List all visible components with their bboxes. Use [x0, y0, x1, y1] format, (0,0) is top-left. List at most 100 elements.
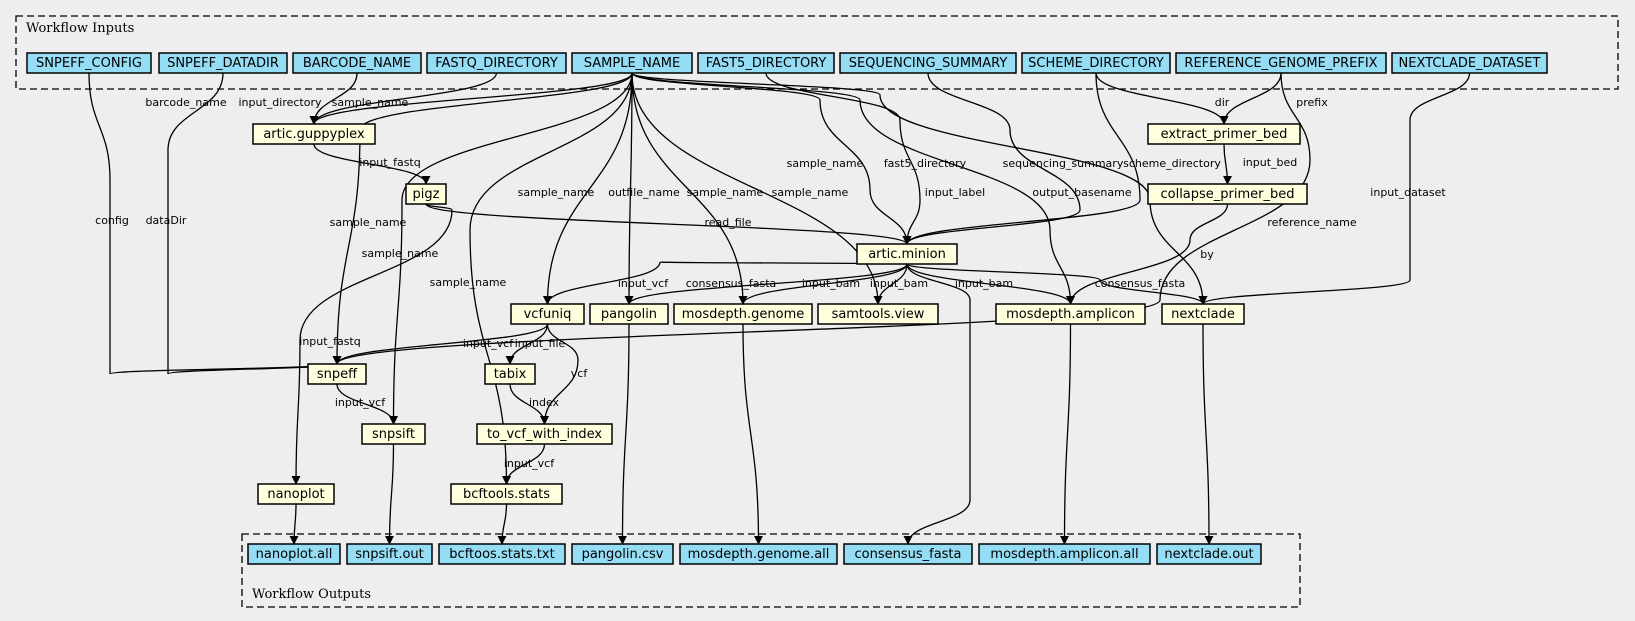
- node-artic-guppyplex: artic.guppyplex: [252, 123, 376, 145]
- edge-line: [906, 263, 1075, 305]
- edge-line: [903, 263, 971, 545]
- edge-snpeff-datadir-to-snpeff: dataDir: [146, 72, 342, 375]
- node-fastq-directory: FASTQ_DIRECTORY: [426, 52, 567, 74]
- edge-pigz-to-artic-minion: read_file: [425, 203, 912, 245]
- edge-label: sample_name: [687, 186, 764, 199]
- edge-line: [906, 263, 1208, 305]
- edge-line: [873, 263, 908, 305]
- edge-label: sample_name: [518, 186, 595, 199]
- node-snpeff: snpeff: [307, 363, 367, 385]
- edge-snpeff-config-to-snpeff: config: [88, 72, 342, 375]
- node-box: [346, 543, 433, 565]
- node-box: [510, 303, 585, 325]
- edge-sample-name-to-mosdepth-amplicon: input_label: [631, 72, 1076, 305]
- node-box: [1161, 303, 1245, 325]
- edge-line: [509, 383, 550, 425]
- edge-line: [742, 323, 764, 545]
- node-label: vcfuniq: [524, 307, 572, 322]
- node-label: tabix: [494, 367, 527, 382]
- edge-label: sample_name: [330, 216, 407, 229]
- edge-tabix-to-to-vcf-with-index: index: [509, 383, 560, 425]
- node-pigz: pigz: [405, 183, 447, 205]
- edge-line: [765, 72, 921, 245]
- edge-line: [631, 72, 1076, 305]
- edge-line: [624, 72, 634, 305]
- edge-line: [497, 503, 508, 545]
- edge-line: [631, 72, 912, 245]
- edge-label: sample_name: [430, 276, 507, 289]
- node-label: mosdepth.amplicon.all: [990, 547, 1138, 562]
- node-box: [697, 52, 835, 74]
- edge-line: [542, 72, 633, 305]
- edge-label: sample_name: [362, 247, 439, 260]
- node-label: REFERENCE_GENOME_PREFIX: [1184, 56, 1377, 71]
- node-box: [673, 303, 813, 325]
- node-snpsift: snpsift: [361, 423, 426, 445]
- edge-line: [1095, 72, 1229, 125]
- edge-sample-name-to-vcfuniq: sample_name: [518, 72, 633, 305]
- node-label: mosdepth.genome: [682, 307, 804, 322]
- edge-artic-minion-to-mosdepth-genome: input_bam: [738, 263, 908, 305]
- node-extract-primer-bed: extract_primer_bed: [1147, 123, 1301, 145]
- node-label: to_vcf_with_index: [487, 427, 602, 442]
- node-box: [843, 543, 973, 565]
- node-to-vcf-with-index: to_vcf_with_index: [476, 423, 613, 445]
- edge-pigz-to-nanoplot: input_fastq: [291, 203, 453, 485]
- edge-line: [388, 72, 633, 425]
- node-box: [158, 52, 288, 74]
- node-label: collapse_primer_bed: [1160, 187, 1294, 202]
- edge-line: [332, 72, 1311, 365]
- edge-line: [617, 323, 630, 545]
- node-box: [589, 303, 669, 325]
- edge-label: sample_name: [772, 186, 849, 199]
- edge-extract-primer-bed-to-collapse-primer-bed: input_bed: [1222, 143, 1297, 185]
- node-box: [1156, 543, 1262, 565]
- node-barcode-name: BARCODE_NAME: [292, 52, 422, 74]
- edge-scheme-directory-to-extract-primer-bed: dir: [1095, 72, 1230, 125]
- edge-nextclade-to-nextclade-out: [1202, 323, 1214, 545]
- workflow-inputs-label: Workflow Inputs: [26, 21, 134, 36]
- edge-line: [88, 72, 342, 375]
- node-box: [292, 52, 422, 74]
- node-label: bcftoos.stats.txt: [449, 547, 554, 562]
- edge-artic-minion-to-mosdepth-amplicon: input_bam: [906, 263, 1075, 305]
- edge-line: [1065, 203, 1229, 305]
- node-label: SCHEME_DIRECTORY: [1028, 56, 1164, 71]
- node-label: FAST5_DIRECTORY: [706, 56, 827, 71]
- node-box: [817, 303, 939, 325]
- edge-label: input_vcf: [618, 277, 669, 290]
- edge-sample-name-to-nextclade: output_basename: [631, 72, 1208, 305]
- node-samtools-view: samtools.view: [817, 303, 939, 325]
- edge-label: vcf: [571, 367, 589, 380]
- edge-line: [1219, 72, 1282, 125]
- edge-line: [1202, 323, 1214, 545]
- node-label: pigz: [413, 187, 440, 202]
- edge-line: [738, 263, 908, 305]
- node-label: snpsift.out: [355, 547, 424, 562]
- edge-vcfuniq-to-tabix: input_file: [505, 323, 565, 365]
- edge-to-vcf-with-index-to-bcftools-stats: input_vcf: [501, 443, 555, 485]
- edge-label: input_bam: [955, 277, 1013, 290]
- edge-line: [631, 72, 1208, 305]
- edge-sequencing-summary-to-artic-minion: sequencing_summary: [902, 72, 1124, 245]
- node-nanoplot: nanoplot: [257, 483, 335, 505]
- node-box: [1147, 123, 1301, 145]
- edge-sample-name-to-snpeff: sample_name: [330, 72, 633, 365]
- node-sample-name: SAMPLE_NAME: [571, 52, 693, 74]
- edge-artic-guppyplex-to-pigz: input_fastq: [313, 143, 431, 185]
- edge-label: input_vcf: [335, 396, 386, 409]
- edge-label: reference_name: [1267, 216, 1356, 229]
- node-label: SAMPLE_NAME: [584, 56, 680, 71]
- node-label: snpsift: [372, 427, 415, 442]
- node-box: [1175, 52, 1387, 74]
- edge-mosdepth-genome-to-mosdepth-genome-all: [742, 323, 764, 545]
- node-nextclade: nextclade: [1161, 303, 1245, 325]
- edge-label: barcode_name: [145, 96, 226, 109]
- edge-vcfuniq-to-to-vcf-with-index: vcf: [539, 323, 589, 425]
- edge-label: consensus_fasta: [686, 277, 777, 290]
- edge-snpsift-to-snpsift-out: [384, 443, 395, 545]
- edge-line: [501, 443, 546, 485]
- edge-label: input_vcf: [463, 337, 514, 350]
